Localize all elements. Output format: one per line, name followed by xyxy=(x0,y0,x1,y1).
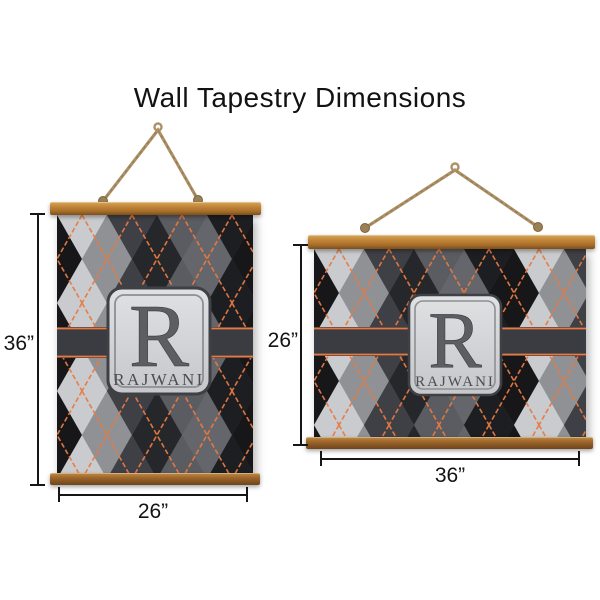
dimension-cap xyxy=(578,451,580,466)
monogram-name: RAJWANI xyxy=(415,374,495,390)
landscape-height-label: 26” xyxy=(267,329,298,352)
top-hanger-bar xyxy=(50,202,261,215)
monogram-initial: R xyxy=(129,287,189,386)
dimension-cap xyxy=(30,484,45,486)
landscape-width-label: 36” xyxy=(434,464,466,487)
dimension-cap xyxy=(293,444,308,446)
monogram-name: RAJWANI xyxy=(113,370,204,389)
page-title: Wall Tapestry Dimensions xyxy=(133,82,467,113)
hanging-rope-icon xyxy=(360,162,543,233)
dimension-line xyxy=(58,494,248,496)
tapestry-cloth: R RAJWANI xyxy=(314,249,586,437)
dimension-line xyxy=(300,244,302,446)
dimension-cap xyxy=(246,487,248,502)
bottom-hanger-bar xyxy=(306,437,593,449)
landscape-width-dimension-line xyxy=(320,451,580,466)
portrait-width-dimension-line xyxy=(58,487,248,502)
monogram-initial: R xyxy=(428,297,482,385)
dimension-line xyxy=(37,213,39,486)
portrait-height-label: 36” xyxy=(3,332,34,355)
portrait-width-label: 26” xyxy=(137,500,169,523)
monogram-plate: R RAJWANI xyxy=(407,293,503,397)
landscape-height-dimension-line xyxy=(293,244,308,446)
hanging-rope-icon xyxy=(98,122,203,206)
tapestry-cloth: R RAJWANI xyxy=(57,215,253,473)
dimension-line xyxy=(320,458,580,460)
monogram-plate: R RAJWANI xyxy=(106,286,212,396)
top-hanger-bar xyxy=(308,235,595,249)
portrait-height-dimension-line xyxy=(30,213,45,486)
bottom-hanger-bar xyxy=(50,473,260,485)
